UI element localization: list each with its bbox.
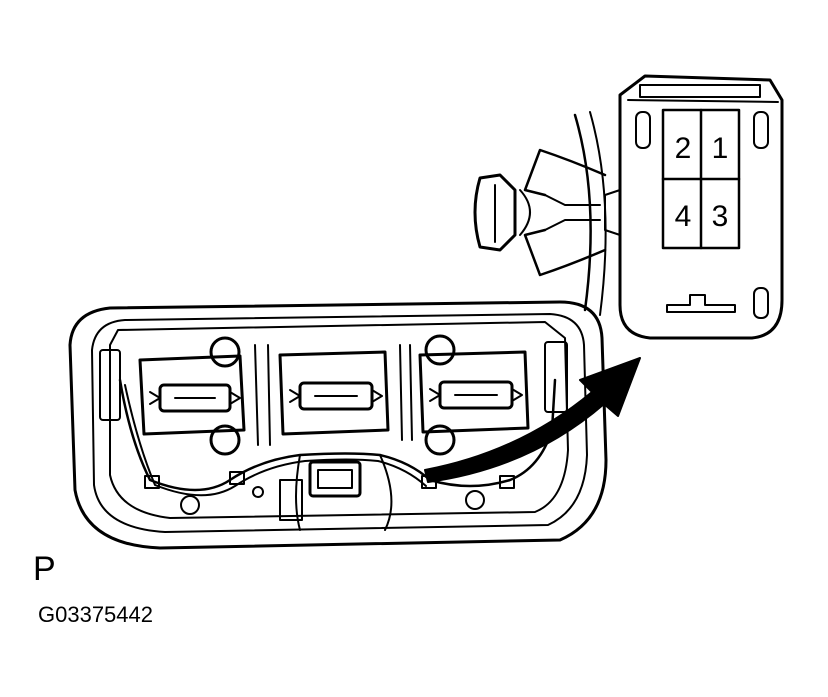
part-letter-label: P [33, 550, 56, 588]
bulb-frame-right [418, 334, 530, 456]
pointer-arrow [424, 357, 641, 483]
pin-2-label: 2 [675, 132, 692, 165]
dome-lamp-assembly [68, 300, 608, 550]
pin-3-label: 3 [712, 200, 729, 233]
figure-code-label: G03375442 [38, 602, 153, 627]
pin-1-label: 1 [712, 132, 729, 165]
pin-4-label: 4 [675, 200, 692, 233]
bulb-frame-center [278, 350, 390, 436]
bulb-frame-left [138, 336, 246, 456]
connector-detail [473, 74, 784, 340]
pin-labels: 2 1 4 3 [675, 132, 729, 233]
